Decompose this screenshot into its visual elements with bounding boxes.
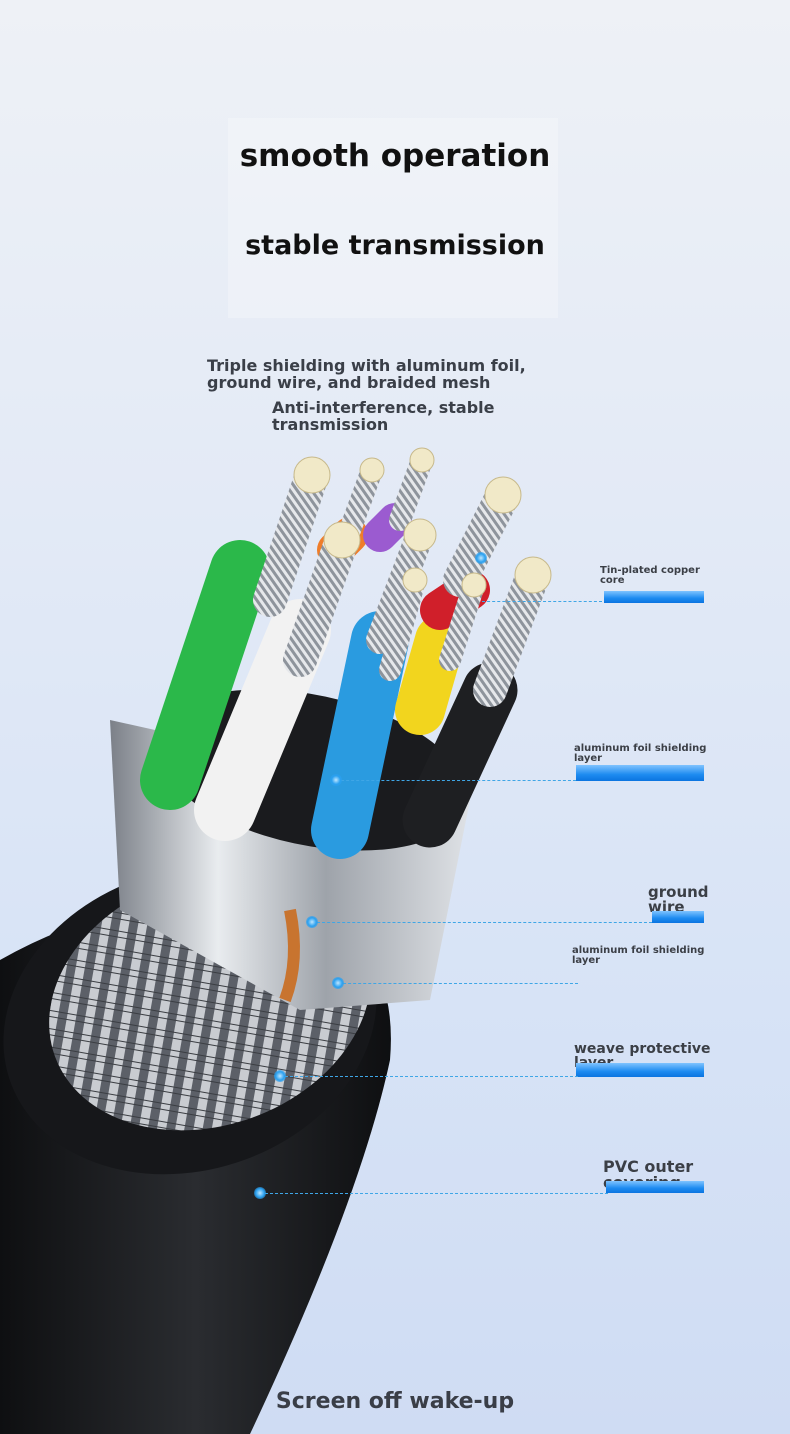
callout-leader-weave-layer [280, 1076, 578, 1077]
core-end-2 [359, 457, 385, 483]
core-strand-1 [253, 458, 329, 617]
core-end-5 [323, 521, 361, 559]
green-wire [140, 540, 270, 810]
callout-bar-foil-layer-1 [576, 765, 704, 781]
callout-label-ground-wire: ground wire [648, 883, 709, 916]
core-strand-6 [366, 521, 434, 654]
callout-label-tin-plated-core: Tin-plated copper core [600, 565, 700, 586]
callout-bar-weave-layer [576, 1063, 704, 1077]
callout-bar-ground-wire [652, 911, 704, 923]
core-strand-9 [473, 558, 550, 707]
black-wire [402, 662, 518, 848]
footer-screen-off-wake-up: Screen off wake-up [275, 1389, 515, 1414]
callout-dot-weave-layer [274, 1070, 286, 1082]
core-end-6 [403, 518, 437, 552]
core-end-7 [402, 567, 428, 593]
callout-dot-ground-wire [306, 916, 318, 928]
core-end-3 [409, 447, 435, 473]
blue-wire [311, 611, 409, 859]
core-end-9 [514, 556, 552, 594]
callout-bar-tin-plated-core [604, 591, 704, 603]
callout-dot-foil-layer-1 [330, 774, 342, 786]
core-strand-7 [379, 569, 426, 681]
core-end-1 [293, 456, 331, 494]
subheading-triple-shielding: Triple shielding with aluminum foil, gro… [207, 356, 526, 392]
callout-leader-ground-wire [312, 922, 652, 923]
callout-bar-pvc-covering [606, 1181, 704, 1193]
core-strand-5 [283, 523, 359, 677]
callout-leader-foil-layer-2 [338, 983, 578, 984]
core-end-4 [484, 476, 522, 514]
headline-smooth-operation: smooth operation [239, 138, 551, 174]
callout-label-foil-layer-1: aluminum foil shielding layer [574, 743, 707, 764]
copper-ground-wire [279, 908, 300, 1003]
callout-label-foil-layer-2: aluminum foil shielding layer [572, 945, 705, 966]
callout-dot-pvc-covering [254, 1187, 266, 1199]
callout-leader-tin-plated-core [482, 601, 602, 602]
callout-leader-pvc-covering [260, 1193, 608, 1194]
callout-dot-tin-plated-core [475, 552, 487, 564]
callout-dot-foil-layer-2 [332, 977, 344, 989]
headline-stable-transmission: stable transmission [245, 230, 545, 261]
callout-leader-foil-layer-1 [336, 780, 576, 781]
cable-cross-section-illustration [0, 447, 552, 1434]
headline-panel [228, 118, 558, 318]
core-end-8 [461, 572, 487, 598]
yellow-wire [395, 615, 465, 735]
subheading-anti-interference: Anti-interference, stable transmission [272, 398, 495, 434]
core-strand-8 [439, 574, 485, 671]
